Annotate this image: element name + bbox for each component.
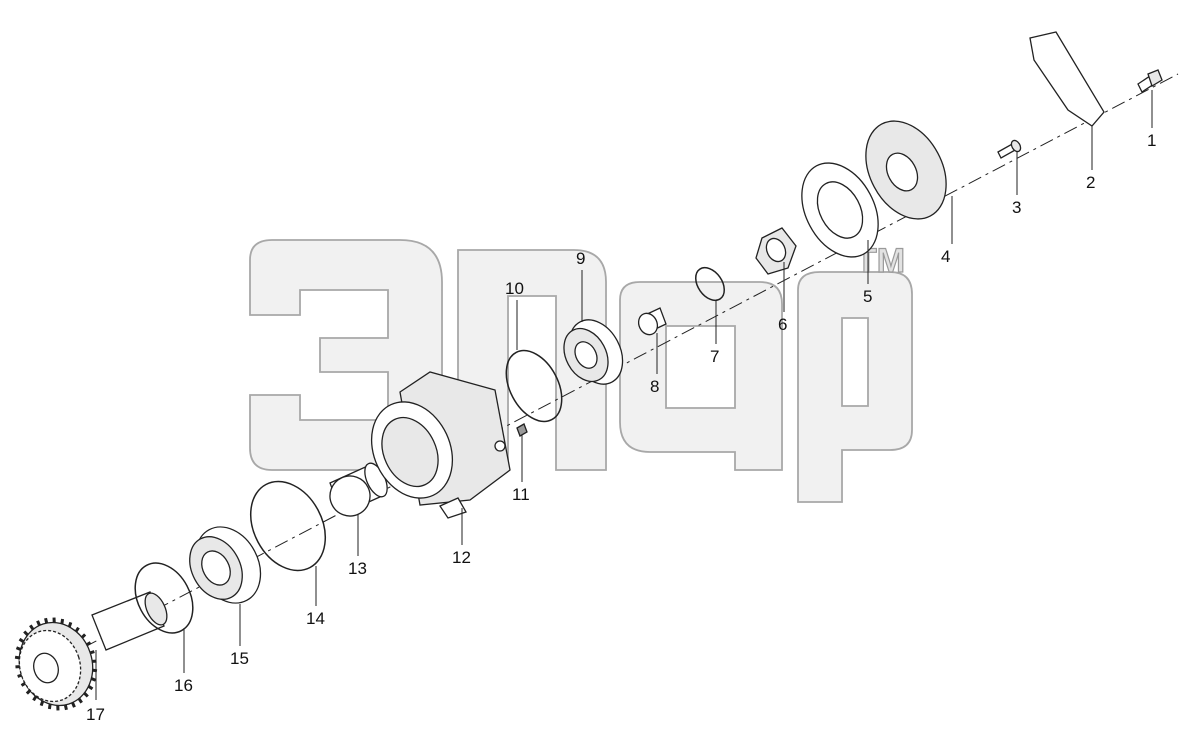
housing-part	[370, 371, 511, 519]
screw-part	[1137, 69, 1163, 93]
gear-shaft-part	[18, 591, 168, 707]
callout-labels: 1 2 3 4 5 6 7 8 9 10 11 12 13 14 15 16 1…	[86, 131, 1156, 724]
gear-tooth	[80, 633, 87, 639]
gear-tooth	[20, 681, 27, 687]
callout-17: 17	[86, 705, 105, 724]
flange-cover-part	[865, 120, 947, 220]
gear-tooth	[18, 637, 25, 643]
gear-tooth	[63, 704, 68, 711]
callout-4: 4	[941, 247, 950, 266]
callout-6: 6	[778, 315, 787, 334]
gear-tooth	[71, 701, 76, 708]
callout-7: 7	[710, 347, 719, 366]
o-ring-medium-part	[505, 349, 563, 423]
gear-tooth	[83, 691, 89, 698]
bushing-part	[637, 307, 667, 336]
o-ring-large-part	[249, 480, 327, 572]
gear-tooth	[89, 650, 95, 655]
callout-2: 2	[1086, 173, 1095, 192]
callout-14: 14	[306, 609, 325, 628]
cover-plate-part	[1029, 31, 1105, 127]
gear-tooth	[39, 700, 45, 707]
leader-lines	[95, 90, 1153, 700]
retaining-ring-part	[694, 266, 726, 302]
callout-3: 3	[1012, 198, 1021, 217]
gear-tooth	[87, 685, 94, 691]
callout-13: 13	[348, 559, 367, 578]
callout-9: 9	[576, 249, 585, 268]
gear-tooth	[44, 617, 49, 624]
nut-part	[755, 227, 797, 275]
gear-tooth	[15, 646, 22, 651]
gasket-part	[801, 162, 879, 258]
gear-tooth	[32, 695, 38, 702]
gear-tooth	[14, 655, 20, 660]
gear-tooth	[92, 668, 98, 673]
gear-teeth	[14, 617, 98, 711]
callout-10: 10	[505, 279, 524, 298]
gear-tooth	[25, 689, 32, 695]
callout-1: 1	[1147, 131, 1156, 150]
callout-11: 11	[512, 485, 530, 504]
gear-tooth	[47, 703, 52, 710]
gear-tooth	[74, 626, 80, 633]
gear-tooth	[67, 621, 73, 628]
ball-bearing-small-part	[563, 319, 624, 385]
watermark-logo: TM	[249, 239, 913, 503]
gear-tooth	[23, 630, 29, 637]
gear-tooth	[29, 624, 35, 631]
gear-tooth	[85, 641, 92, 647]
callout-12: 12	[452, 548, 471, 567]
gear-tooth	[17, 673, 23, 678]
gear-tooth	[60, 618, 65, 625]
ball-bearing-part	[189, 526, 262, 604]
gear-tooth	[77, 697, 83, 704]
callout-8: 8	[650, 377, 659, 396]
plug-part	[516, 423, 528, 437]
callout-16: 16	[174, 676, 193, 695]
gear-tooth	[90, 677, 97, 682]
gear-tooth	[36, 620, 41, 627]
callout-15: 15	[230, 649, 249, 668]
snap-ring-part	[134, 562, 194, 634]
bolt-part	[997, 139, 1022, 159]
callout-5: 5	[863, 287, 872, 306]
